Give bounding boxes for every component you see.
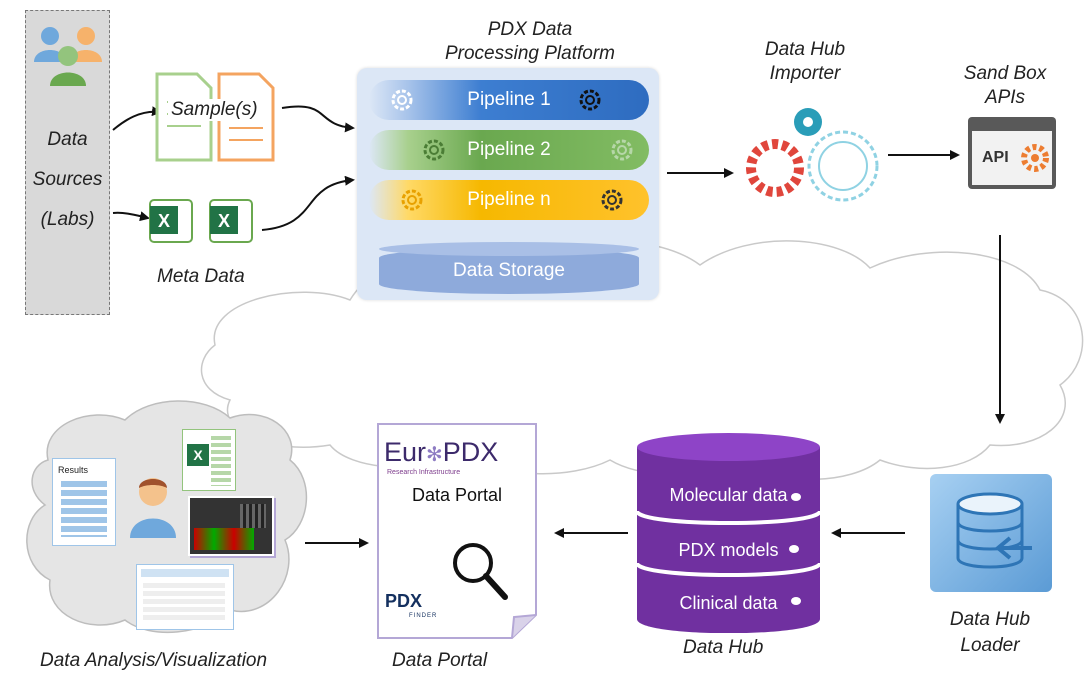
loader-icon — [930, 474, 1052, 592]
portal-title: Data Portal — [411, 485, 503, 505]
results-table — [61, 481, 107, 537]
importer-title-line-1: Data Hub — [764, 39, 846, 60]
data-hub-shape — [637, 433, 820, 633]
analysis-caption: Data Analysis/Visualization — [40, 650, 268, 671]
excel-files-icon: X X — [149, 199, 253, 243]
excel-small-icon: X — [187, 444, 209, 466]
europdx-logo-dots: ✻ — [426, 444, 443, 466]
platform-title-line-2: Processing Platform — [444, 43, 615, 64]
data-storage: Data Storage — [379, 242, 639, 294]
database-import-icon — [956, 492, 1032, 569]
gear-icon — [579, 89, 601, 111]
visualization-thumbnail — [188, 496, 274, 556]
arrow-meta-to-platform — [261, 175, 355, 231]
people-icon — [34, 27, 102, 86]
pipeline-1-label: Pipeline 1 — [467, 89, 551, 110]
api-gear-icon — [1021, 144, 1049, 172]
europdx-logo-right: PDX — [442, 437, 499, 467]
europdx-logo-left: Eur — [384, 437, 427, 467]
loader-title-line-1: Data Hub — [949, 609, 1031, 630]
meta-data-label: Meta Data — [157, 266, 245, 287]
pdx-finder-logo-text: PDX — [385, 591, 423, 611]
data-hub-caption: Data Hub — [683, 637, 764, 658]
data-sources-line-2: Sources — [32, 169, 103, 190]
processing-platform: Pipeline 1 Pipeline 2 Pipeline n Data St… — [357, 68, 659, 300]
data-storage-label: Data Storage — [453, 260, 565, 281]
loader-title: Data Hub Loader — [935, 607, 1045, 659]
user-icon — [130, 478, 176, 538]
gear-icon — [391, 89, 413, 111]
api-label: API — [982, 149, 1009, 166]
results-label: Results — [58, 465, 89, 475]
cbioportal-header — [141, 569, 229, 577]
api-window: API — [968, 117, 1056, 189]
platform-title-line-1: PDX Data — [487, 19, 573, 40]
heatmap-strip — [194, 528, 254, 550]
spreadsheet-thumbnail: X — [182, 429, 236, 491]
data-hub-cylinder: Molecular data PDX models Clinical data — [637, 433, 820, 633]
clinical-data-label: Clinical data — [679, 593, 778, 613]
pdx-models-label: PDX models — [678, 540, 779, 560]
cbioportal-rows — [143, 583, 225, 623]
sandbox-title-line-2: APIs — [984, 87, 1026, 108]
pdx-finder-subtitle: FINDER — [409, 613, 438, 619]
molecular-data-label: Molecular data — [669, 485, 788, 505]
arrow-samples-to-platform — [281, 105, 355, 133]
data-sources-line-1: Data — [47, 129, 88, 150]
gear-icon — [601, 189, 623, 211]
data-portal-caption: Data Portal — [392, 650, 488, 671]
samples-label: Sample(s) — [168, 99, 261, 121]
europdx-logo: Eur✻PDX — [384, 437, 498, 468]
pipeline-1: Pipeline 1 — [369, 80, 649, 120]
pipeline-n-label: Pipeline n — [467, 189, 551, 210]
importer-title-line-2: Importer — [769, 63, 841, 84]
pdx-finder-logo: PDX — [385, 591, 422, 612]
pipeline-2-label: Pipeline 2 — [467, 139, 551, 160]
data-sources-label: Data Sources (Labs) — [25, 120, 110, 240]
heatmap-grid — [240, 504, 266, 528]
arrow-meta — [112, 211, 150, 222]
data-sources-line-3: (Labs) — [40, 209, 95, 230]
results-sheet: Results — [52, 458, 116, 546]
cbioportal-thumbnail — [136, 564, 234, 630]
pipeline-2: Pipeline 2 — [369, 130, 649, 170]
gear-icon — [401, 189, 423, 211]
sandbox-title: Sand Box APIs — [955, 62, 1055, 110]
molecular-data-dot — [791, 493, 801, 501]
importer-title: Data Hub Importer — [745, 38, 865, 86]
loader-title-line-2: Loader — [960, 635, 1020, 656]
arrow-samples — [112, 106, 162, 131]
pdx-models-dot — [789, 545, 799, 553]
gear-icon — [423, 139, 445, 161]
svg-text:X: X — [218, 211, 230, 231]
portal-page-shape — [377, 423, 537, 639]
europdx-logo-subtitle: Research Infrastructure — [387, 469, 461, 476]
gears-icon — [746, 108, 879, 202]
platform-title: PDX Data Processing Platform — [420, 18, 640, 66]
gear-icon — [611, 139, 633, 161]
pipeline-n: Pipeline n — [369, 180, 649, 220]
svg-text:X: X — [158, 211, 170, 231]
data-portal-document: Eur✻PDX Research Infrastructure Data Por… — [377, 423, 537, 639]
sandbox-title-line-1: Sand Box — [963, 63, 1047, 84]
clinical-data-dot — [791, 597, 801, 605]
spreadsheet-rows — [211, 436, 231, 486]
data-storage-top — [379, 242, 639, 256]
